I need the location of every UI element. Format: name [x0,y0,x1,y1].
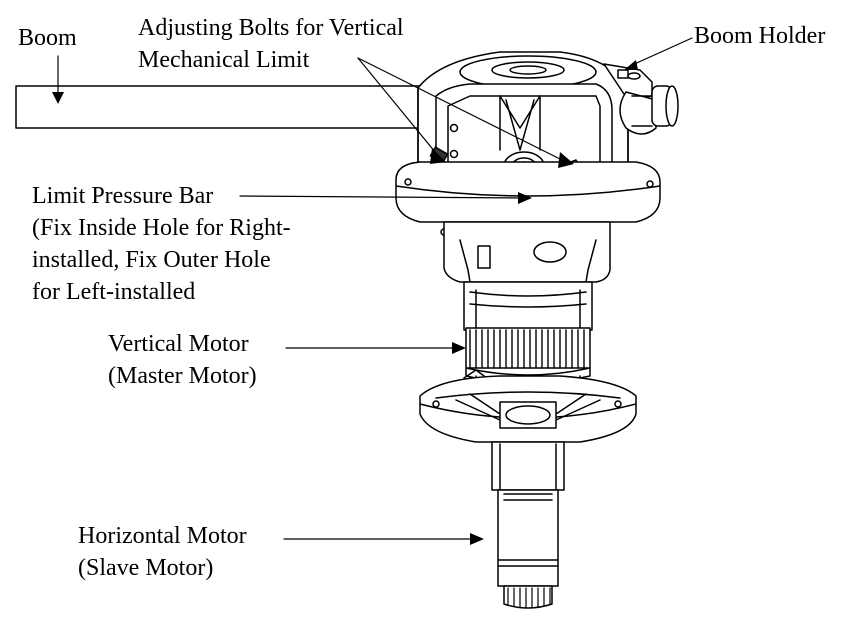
arrow-left-bolt [430,148,446,164]
label-limit-pressure-bar-line-4: for Left-installed [32,279,196,305]
label-vertical-motor-line-1: Vertical Motor [108,331,249,357]
label-horizontal-motor-line-2: (Slave Motor) [78,555,214,581]
label-horizontal-motor: Horizontal Motor (Slave Motor) [78,520,247,584]
leader-lines [57,37,693,540]
boom-holder [603,63,679,135]
label-boom-holder: Boom Holder [694,23,826,49]
arrow-heads [52,60,638,545]
label-limit-pressure-bar-line-2: (Fix Inside Hole for Right- [32,215,291,241]
label-adjusting-bolts-line-2: Mechanical Limit [138,47,310,73]
boom-arm [15,85,423,129]
label-limit-pressure-bar-line-3: installed, Fix Outer Hole [32,247,271,273]
label-horizontal-motor-line-1: Horizontal Motor [78,523,247,549]
label-limit-pressure-bar-line-1: Limit Pressure Bar [32,183,214,209]
label-vertical-motor: Vertical Motor (Master Motor) [108,328,257,392]
label-boom: Boom [18,25,77,51]
vertical-motor [463,281,593,391]
label-vertical-motor-line-2: (Master Motor) [108,363,257,389]
label-adjusting-bolts: Adjusting Bolts for Vertical Mechanical … [138,12,404,76]
horizontal-motor [491,441,565,609]
label-limit-pressure-bar: Limit Pressure Bar (Fix Inside Hole for … [32,180,291,308]
label-adjusting-bolts-line-1: Adjusting Bolts for Vertical [138,15,404,41]
gear-box [443,221,611,283]
mid-flange [395,161,661,240]
arrow-right-bolt [558,152,574,168]
lower-flange [419,369,637,443]
